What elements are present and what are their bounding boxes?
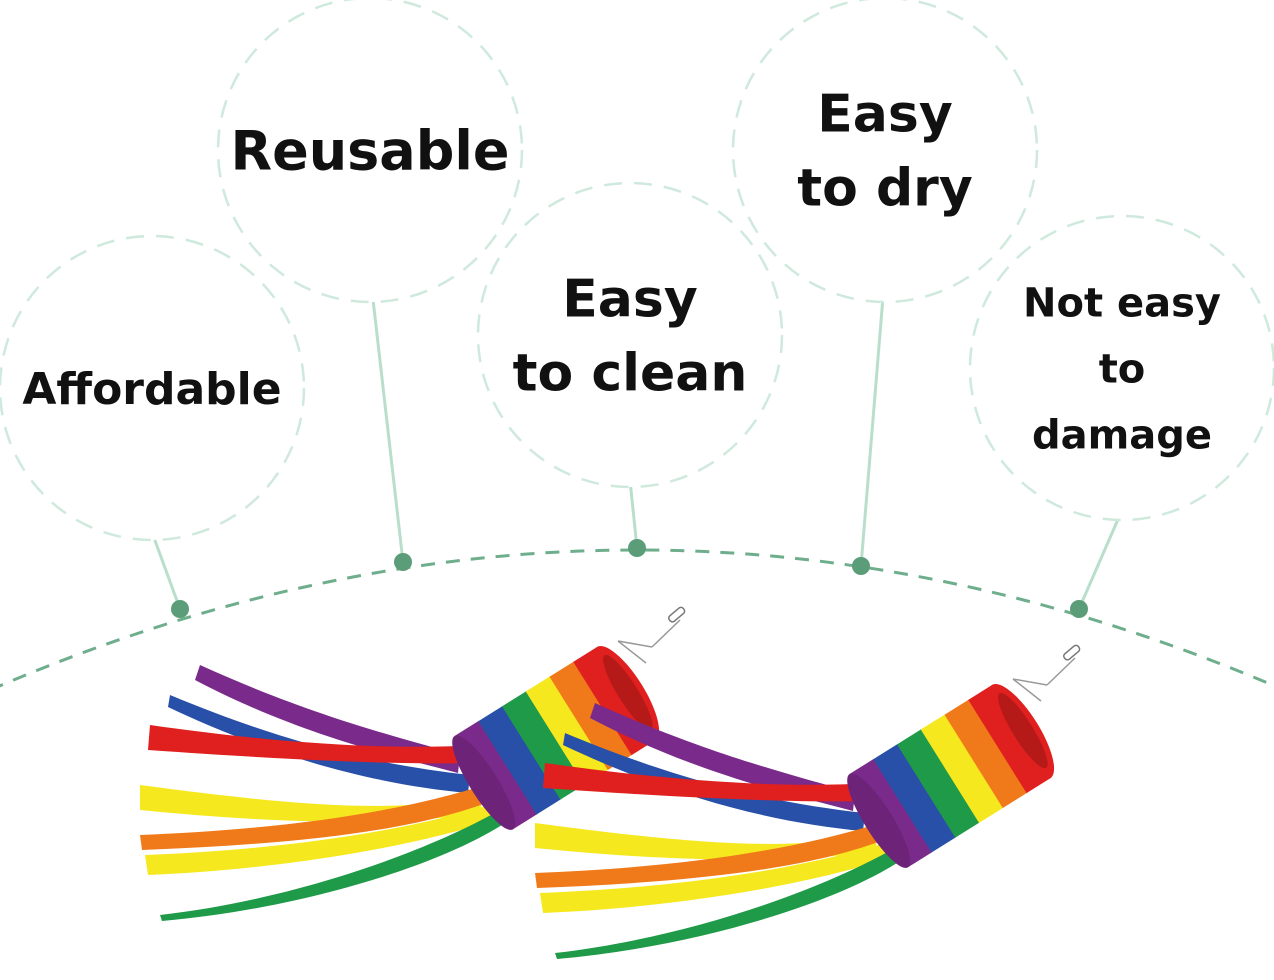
feature-bubble-outline	[476, 181, 784, 489]
arc-node-dot	[628, 539, 646, 557]
feature-label-line: Easy	[817, 85, 952, 145]
streamer	[148, 725, 476, 764]
connector-line	[859, 301, 885, 567]
feature-label-line: damage	[1032, 412, 1212, 458]
windsock-mouth-inner	[998, 692, 1048, 769]
feature-label-line: to clean	[513, 344, 748, 404]
feature-easy-to-clean: Easy to clean	[476, 181, 784, 557]
color-band	[849, 758, 933, 868]
connector-line	[371, 301, 405, 563]
color-band	[478, 705, 562, 815]
rainbow-windsock-icon	[535, 644, 1081, 959]
windsock-right	[535, 644, 1081, 959]
windsock-mouth-inner	[603, 654, 653, 731]
feature-affordable: Affordable	[0, 234, 306, 618]
swivel-hook-icon	[668, 606, 686, 623]
streamer	[140, 785, 486, 850]
feature-label-line: to dry	[797, 159, 972, 219]
feature-label-line: Reusable	[230, 119, 509, 182]
windsock-body	[847, 684, 1055, 868]
feature-not-easy-to-damage: Not easy to damage	[968, 214, 1274, 618]
color-band	[525, 676, 609, 785]
feature-label-line: to	[1099, 346, 1146, 392]
windsock-tail-ring	[452, 735, 516, 830]
feature-reusable: Reusable	[216, 0, 524, 571]
hanging-strings	[1012, 657, 1076, 702]
dashed-arc-path	[0, 548, 1274, 688]
feature-label-line: Not easy	[1023, 280, 1221, 326]
feature-bubble-outline	[731, 0, 1039, 304]
windsock-tail-ring	[847, 773, 911, 868]
arc-node-dot	[1070, 600, 1088, 618]
streamer	[543, 763, 871, 802]
feature-bubble-outline	[0, 234, 306, 542]
streamer	[590, 703, 855, 811]
streamer	[540, 843, 887, 913]
connector-line	[1077, 519, 1120, 610]
color-band	[944, 699, 1028, 808]
swivel-hook-icon	[1063, 644, 1081, 661]
streamer	[563, 733, 865, 831]
feature-easy-to-dry: Easy to dry	[731, 0, 1039, 575]
streamer	[168, 695, 470, 793]
feature-label-line: Easy	[562, 270, 697, 330]
hanging-strings	[617, 619, 681, 664]
feature-bubble-outline	[216, 0, 524, 304]
dashed-arc	[0, 548, 1274, 688]
streamer	[195, 665, 460, 773]
color-band	[897, 729, 980, 838]
streamer	[145, 805, 492, 875]
arc-node-dot	[852, 557, 870, 575]
color-band	[920, 714, 1004, 823]
color-band	[454, 720, 538, 830]
color-band	[873, 743, 957, 853]
windsock-products	[140, 606, 1081, 959]
streamer	[535, 823, 881, 888]
arc-node-dot	[394, 553, 412, 571]
feature-label-line: Affordable	[22, 364, 281, 415]
connector-line	[629, 486, 639, 549]
arc-node-dot	[171, 600, 189, 618]
connector-line	[153, 539, 182, 610]
